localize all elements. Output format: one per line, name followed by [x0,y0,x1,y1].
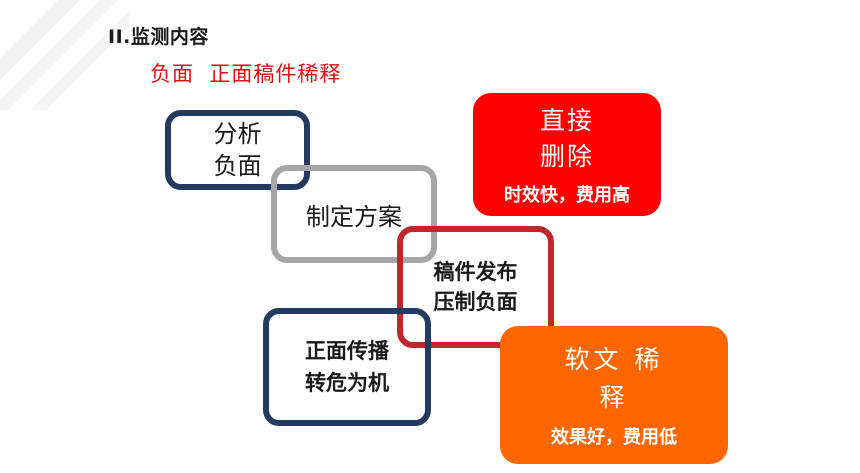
box-positive-line1: 正面传播 [305,339,389,363]
box-analyze-negative: 分析 负面 [165,110,310,190]
slide-subheading: 负面 正面稿件稀释 [150,62,342,86]
box-dilute-note: 效果好，费用低 [551,427,677,448]
box-make-plan: 制定方案 [271,165,437,263]
box-delete-note: 时效快，费用高 [504,184,630,206]
box-analyze-line1: 分析 [213,120,262,148]
box-press-line1: 稿件发布 [433,260,518,284]
box-analyze-line2: 负面 [213,152,262,180]
slide-heading: II.监测内容 [108,26,209,48]
box-soft-article-dilute: 软文 稀 释 效果好，费用低 [500,326,728,464]
box-delete-line1: 直接 [539,105,594,135]
box-delete-line2: 删除 [539,141,594,171]
box-direct-delete: 直接 删除 时效快，费用高 [473,93,661,216]
box-positive-line2: 转危为机 [305,371,389,395]
corner-stripes-decoration [0,0,130,110]
box-publish-suppress: 稿件发布 压制负面 [397,226,554,348]
box-dilute-line2: 释 [599,383,629,412]
box-positive-spread: 正面传播 转危为机 [263,308,431,426]
box-dilute-line1: 软文 稀 [564,345,664,374]
box-plan-label: 制定方案 [306,202,402,231]
box-press-line2: 压制负面 [433,290,518,314]
